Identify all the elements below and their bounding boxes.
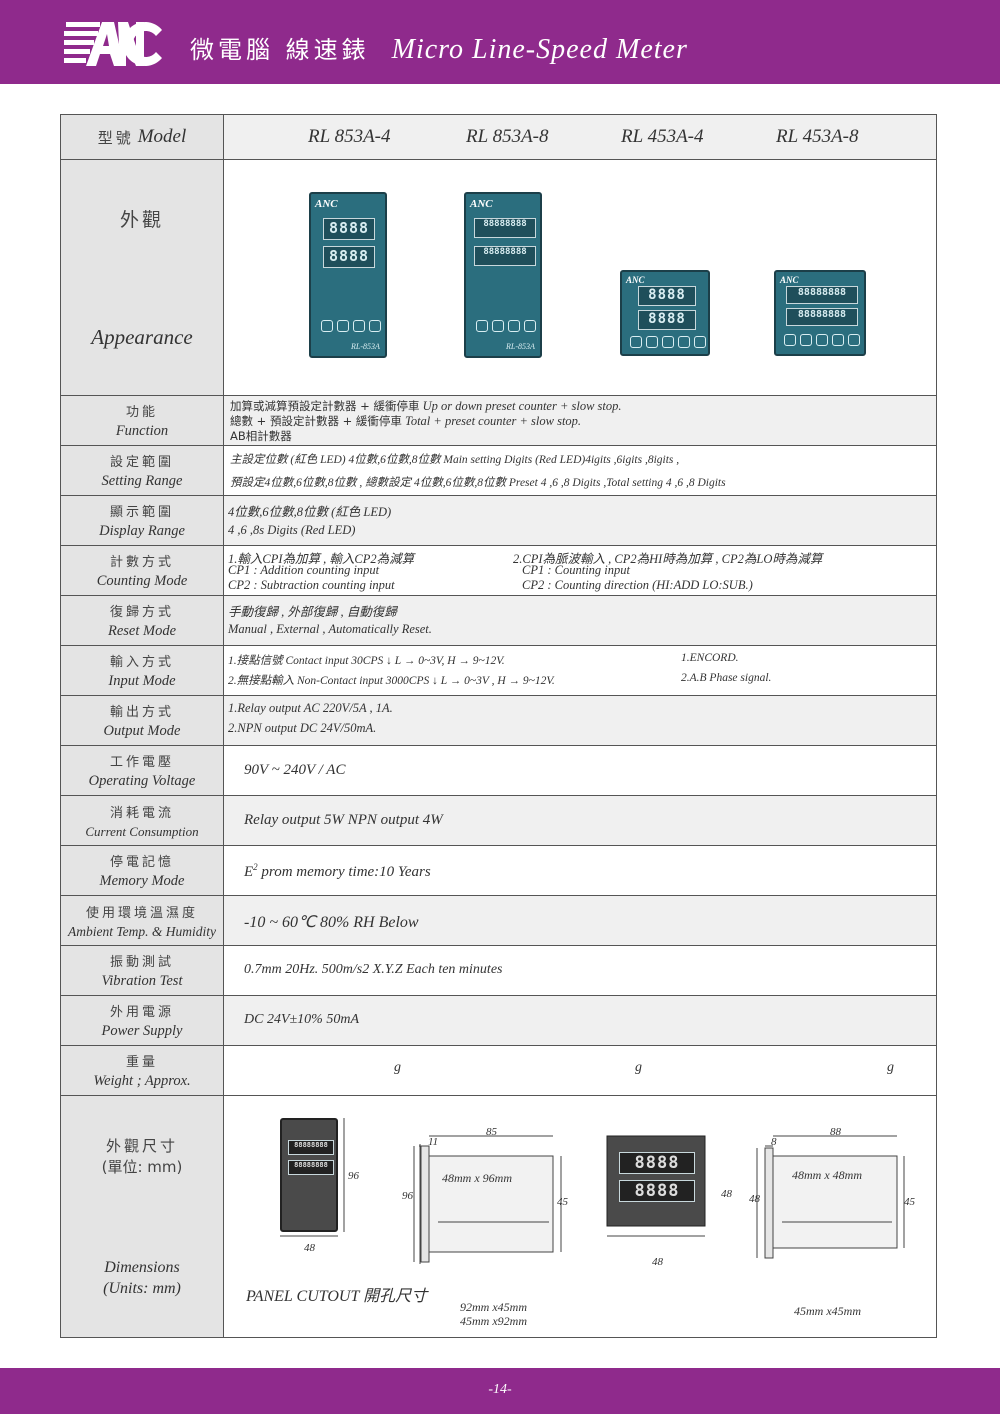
footer-bar: -14-: [0, 1368, 1000, 1414]
dimension-drawings: [280, 1118, 905, 1264]
memory-mode-label: 停電記憶 Memory Mode: [61, 846, 224, 895]
page-number: -14-: [488, 1382, 512, 1397]
panel-cutout-title: PANEL CUTOUT 開孔尺寸: [246, 1288, 428, 1305]
memory-mode-row: 停電記憶 Memory Mode E2 prom memory time:10 …: [61, 845, 936, 895]
device-rl853a-4-image: ANC 8888 8888 RL-853A: [309, 192, 387, 358]
appearance-row: 外觀 Appearance ANC 8888 8888 RL-853A ANC …: [61, 159, 936, 395]
model-name: RL 453A-4: [621, 126, 704, 147]
anc-logo-icon: [64, 22, 162, 66]
reset-mode-label: 復歸方式 Reset Mode: [61, 596, 224, 645]
vibration-label: 振動測試 Vibration Test: [61, 946, 224, 995]
input-mode-row: 輸入方式 Input Mode 1.接點信號 Contact input 30C…: [61, 645, 936, 695]
display-range-row: 顯示範圍 Display Range 4位數,6位數,8位數 (紅色 LED) …: [61, 495, 936, 545]
header-title-en: Micro Line-Speed Meter: [391, 34, 688, 65]
power-supply-row: 外用電源 Power Supply DC 24V±10% 50mA: [61, 995, 936, 1045]
reset-mode-row: 復歸方式 Reset Mode 手動復歸 , 外部復歸 , 自動復歸 Manua…: [61, 595, 936, 645]
header-title: 微電腦 線速錶 Micro Line-Speed Meter: [190, 30, 688, 66]
spec-table: 型號 Model RL 853A-4 RL 853A-8 RL 453A-4 R…: [60, 114, 937, 1338]
front-view-48x96-image: 88888888 88888888: [280, 1118, 338, 1232]
vibration-row: 振動測試 Vibration Test 0.7mm 20Hz. 500m/s2 …: [61, 945, 936, 995]
operating-voltage-label: 工作電壓 Operating Voltage: [61, 746, 224, 795]
current-consumption-label: 消耗電流 Current Consumption: [61, 796, 224, 845]
appearance-label: 外觀 Appearance: [61, 160, 224, 395]
function-row: 功能 Function 加算或減算預設定計數器 + 緩衝停車 Up or dow…: [61, 395, 936, 445]
device-rl453a-8-image: ANC 88888888 88888888: [774, 270, 866, 356]
model-row: 型號 Model RL 853A-4 RL 853A-8 RL 453A-4 R…: [61, 115, 936, 159]
dimensions-row: 外觀尺寸 (單位: mm) Dimensions (Units: mm) 888…: [61, 1095, 936, 1337]
ambient-label: 使用環境溫濕度 Ambient Temp. & Humidity: [61, 896, 224, 945]
display-range-label: 顯示範圍 Display Range: [61, 496, 224, 545]
model-name: RL 853A-4: [308, 126, 391, 147]
output-mode-row: 輸出方式 Output Mode 1.Relay output AC 220V/…: [61, 695, 936, 745]
setting-range-row: 設定範圍 Setting Range 主設定位數 (紅色 LED) 4位數,6位…: [61, 445, 936, 495]
power-supply-label: 外用電源 Power Supply: [61, 996, 224, 1045]
current-consumption-row: 消耗電流 Current Consumption Relay output 5W…: [61, 795, 936, 845]
device-rl853a-8-image: ANC 88888888 88888888 RL-853A: [464, 192, 542, 358]
weight-row: 重量 Weight ; Approx. g g g: [61, 1045, 936, 1095]
counting-mode-row: 計數方式 Counting Mode 1.輸入CPI為加算 , 輸入CP2為減算…: [61, 545, 936, 595]
setting-range-label: 設定範圍 Setting Range: [61, 446, 224, 495]
model-label: 型號 Model: [61, 115, 224, 159]
model-name: RL 853A-8: [466, 126, 549, 147]
operating-voltage-row: 工作電壓 Operating Voltage 90V ~ 240V / AC: [61, 745, 936, 795]
input-mode-label: 輸入方式 Input Mode: [61, 646, 224, 695]
output-mode-label: 輸出方式 Output Mode: [61, 696, 224, 745]
dimensions-label: 外觀尺寸 (單位: mm) Dimensions (Units: mm): [61, 1096, 224, 1337]
device-rl453a-4-image: ANC 8888 8888: [620, 270, 710, 356]
header-bar: 微電腦 線速錶 Micro Line-Speed Meter: [0, 0, 1000, 84]
counting-mode-label: 計數方式 Counting Mode: [61, 546, 224, 595]
ambient-row: 使用環境溫濕度 Ambient Temp. & Humidity -10 ~ 6…: [61, 895, 936, 945]
model-name: RL 453A-8: [776, 126, 859, 147]
function-label: 功能 Function: [61, 396, 224, 445]
header-title-cn: 微電腦 線速錶: [190, 36, 370, 64]
weight-label: 重量 Weight ; Approx.: [61, 1046, 224, 1095]
